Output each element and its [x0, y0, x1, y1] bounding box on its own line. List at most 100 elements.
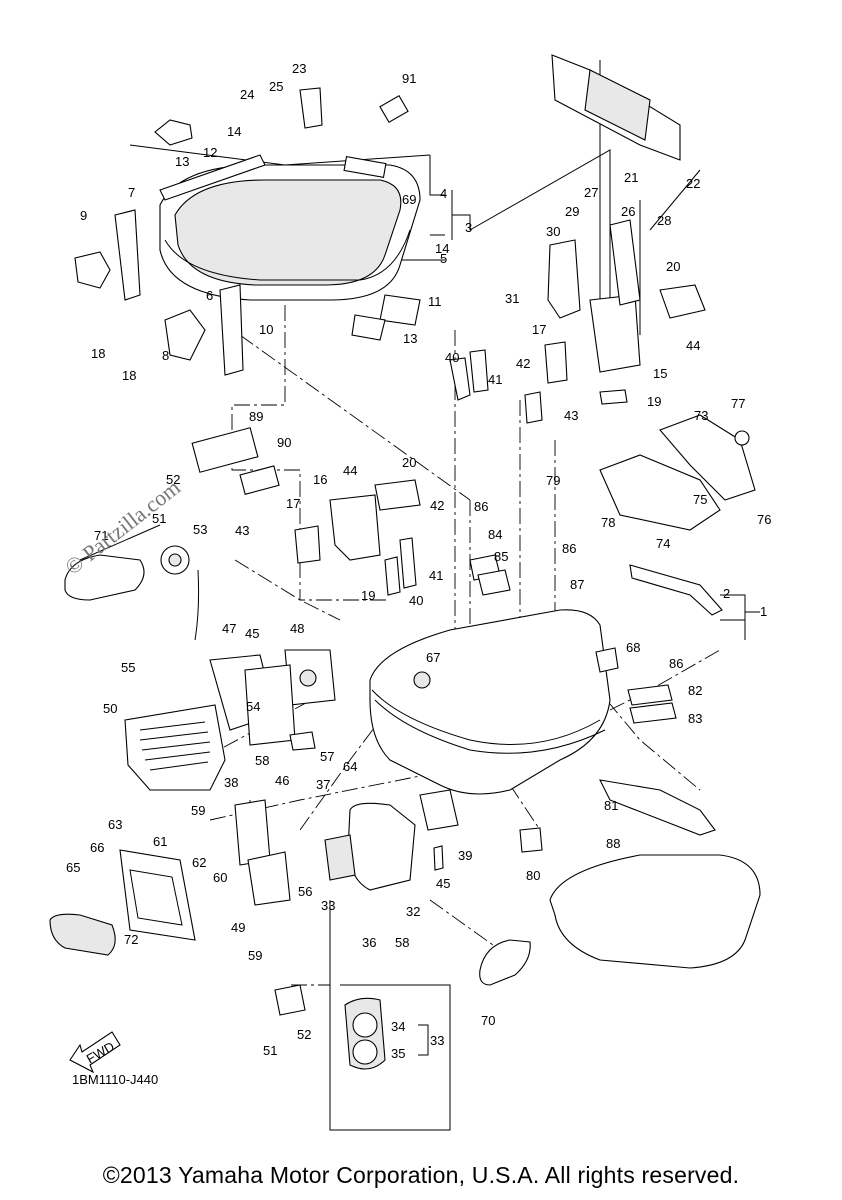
plate-63-inner	[129, 869, 183, 926]
callout-70: 70	[481, 1013, 495, 1028]
callout-71: 71	[94, 528, 108, 543]
cap-67	[413, 671, 431, 689]
callout-84: 84	[488, 527, 502, 542]
lid-strip-12	[159, 154, 266, 201]
clip-64	[289, 731, 316, 751]
callout-11: 11	[428, 294, 442, 309]
callout-86c: 86	[669, 656, 683, 671]
callout-30: 30	[546, 224, 560, 239]
callout-58b: 58	[395, 935, 409, 950]
lid-inner	[174, 179, 402, 286]
callout-88: 88	[606, 836, 620, 851]
stay-23	[299, 87, 323, 129]
callout-45: 45	[245, 626, 259, 641]
callout-67: 67	[426, 650, 440, 665]
callout-9: 9	[80, 208, 87, 223]
callout-4: 4	[440, 186, 447, 201]
callout-77: 77	[731, 396, 745, 411]
grille-lines	[139, 721, 211, 771]
callout-72: 72	[124, 932, 138, 947]
callout-13b: 13	[403, 331, 417, 346]
latch-bracket-15	[589, 294, 641, 373]
fwd-arrow-icon	[69, 1031, 121, 1074]
callout-14: 14	[227, 124, 241, 139]
callout-81: 81	[604, 798, 618, 813]
callout-15: 15	[653, 366, 667, 381]
callout-42b: 42	[430, 498, 444, 513]
callout-76: 76	[757, 512, 771, 527]
callout-38: 38	[224, 775, 238, 790]
callout-62: 62	[192, 855, 206, 870]
callout-57: 57	[320, 749, 334, 764]
callout-43b: 43	[235, 523, 249, 538]
lid-seal	[164, 229, 411, 281]
callout-49: 49	[231, 920, 245, 935]
callout-43: 43	[564, 408, 578, 423]
callout-18b: 18	[122, 368, 136, 383]
callout-56: 56	[298, 884, 312, 899]
callout-33: 33	[321, 898, 335, 913]
callout-37: 37	[316, 777, 330, 792]
callout-59b: 59	[248, 948, 262, 963]
case-body	[369, 609, 611, 795]
callout-61: 61	[153, 834, 167, 849]
callout-53: 53	[193, 522, 207, 537]
callout-55: 55	[121, 660, 135, 675]
callout-58: 58	[255, 753, 269, 768]
callout-24: 24	[240, 87, 254, 102]
callout-2: 2	[723, 586, 730, 601]
callout-41b: 41	[429, 568, 443, 583]
pad-85	[477, 569, 511, 596]
callout-1: 1	[760, 604, 767, 619]
callout-65: 65	[66, 860, 80, 875]
callout-42: 42	[516, 356, 530, 371]
callout-44b: 44	[343, 463, 357, 478]
callout-79: 79	[546, 473, 560, 488]
case-rim2	[374, 699, 606, 754]
strip-2	[629, 564, 723, 616]
plate-63	[119, 849, 196, 941]
callout-18: 18	[91, 346, 105, 361]
case-rim	[371, 689, 601, 745]
callout-20b: 20	[402, 455, 416, 470]
speaker-51-lower	[274, 984, 306, 1016]
pad-70	[479, 939, 531, 986]
callout-10: 10	[259, 322, 273, 337]
callout-54: 54	[246, 699, 260, 714]
callout-35: 35	[391, 1046, 405, 1061]
callout-40b: 40	[409, 593, 423, 608]
bracket-20-top	[659, 284, 706, 319]
callout-52b: 52	[297, 1027, 311, 1042]
hinge-8	[164, 309, 206, 361]
callout-64: 64	[343, 759, 357, 774]
plate-48-hole	[299, 669, 317, 687]
callout-17: 17	[532, 322, 546, 337]
grille-50	[124, 704, 226, 791]
carrier-78	[599, 454, 721, 531]
callout-20: 20	[666, 259, 680, 274]
hinge-7	[114, 209, 141, 301]
callout-40: 40	[445, 350, 459, 365]
plate-13	[351, 314, 386, 341]
pin-45	[433, 845, 444, 871]
button-34	[352, 1012, 378, 1038]
callout-31: 31	[505, 291, 519, 306]
lid-pad-69	[343, 155, 387, 179]
bracket-20	[374, 479, 421, 511]
cable-53	[194, 569, 200, 641]
button-35	[352, 1039, 378, 1065]
plate-17	[544, 341, 568, 384]
callout-6: 6	[206, 288, 213, 303]
callout-60: 60	[213, 870, 227, 885]
callout-90: 90	[277, 435, 291, 450]
callout-48: 48	[290, 621, 304, 636]
callout-86b: 86	[562, 541, 576, 556]
callout-47: 47	[222, 621, 236, 636]
rod-40	[449, 357, 471, 401]
callout-50: 50	[103, 701, 117, 716]
callout-28: 28	[657, 213, 671, 228]
washer-77	[734, 430, 750, 446]
callout-68: 68	[626, 640, 640, 655]
callout-3: 3	[465, 220, 472, 235]
